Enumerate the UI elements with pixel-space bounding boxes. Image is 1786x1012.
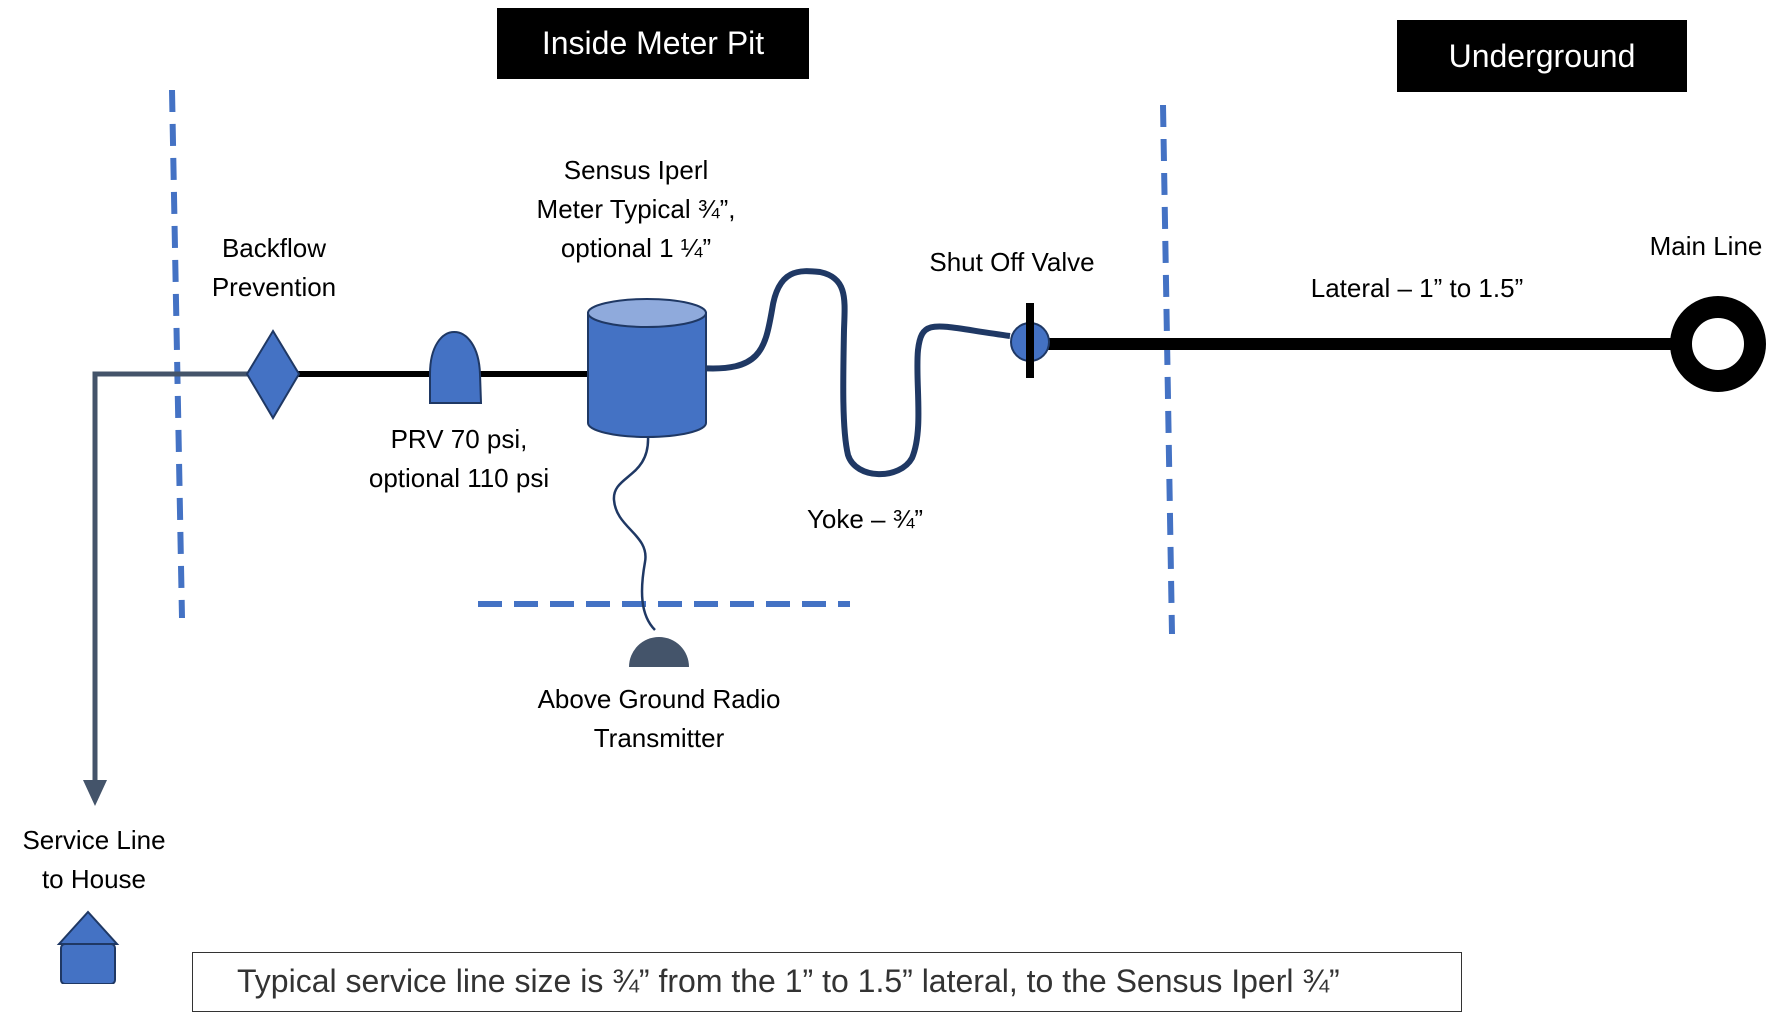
water-service-diagram: [56, 89, 1766, 984]
prv-dome-icon: [429, 331, 483, 404]
radio-wire: [612, 435, 656, 631]
backflow-diamond-icon: [245, 329, 301, 420]
lateral-label: Lateral – 1” to 1.5”: [1310, 273, 1524, 303]
main-line-label: Main Line: [1649, 231, 1763, 261]
inside-meter-pit-label: Inside Meter Pit: [541, 25, 765, 61]
house-icon: [56, 910, 120, 984]
yoke-label: Yoke – ¾”: [806, 504, 924, 534]
service-line-label: Service Line to House: [22, 825, 166, 894]
meter-pit-boundary-right: [1160, 104, 1175, 635]
meter-pit-boundary-left: [169, 89, 185, 619]
footnote-box: Typical service line size is ¾” from the…: [192, 952, 1462, 1012]
shut-off-valve-icon: [1010, 303, 1050, 378]
main-line-ring-icon: [1670, 296, 1766, 392]
prv-label: PRV 70 psi, optional 110 psi: [368, 424, 550, 493]
service-line-pipe: [92, 371, 250, 780]
radio-transmitter-label: Above Ground Radio Transmitter: [537, 684, 781, 753]
yoke-pipe: [699, 268, 1011, 478]
radio-transmitter-icon: [629, 637, 689, 667]
service-line-arrow-icon: [83, 780, 107, 806]
underground-banner: Underground: [1397, 20, 1687, 92]
shut-off-valve-label: Shut Off Valve: [929, 247, 1095, 277]
backflow-label: Backflow Prevention: [211, 233, 337, 302]
meter-cylinder-icon: [587, 298, 707, 438]
footnote-text: Typical service line size is ¾” from the…: [237, 963, 1340, 999]
meter-label: Sensus Iperl Meter Typical ¾”, optional …: [536, 155, 736, 263]
inside-meter-pit-banner: Inside Meter Pit: [497, 8, 809, 79]
underground-label: Underground: [1448, 37, 1636, 74]
